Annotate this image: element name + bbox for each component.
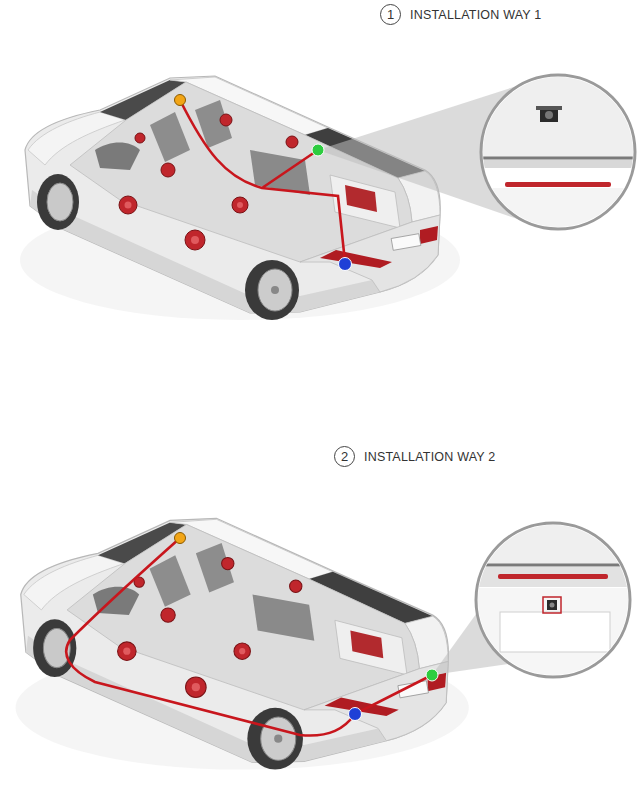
zoom-detail [480,75,640,229]
power-point [339,258,352,271]
camera-wire [180,100,345,262]
step-number-circle: 2 [334,446,355,467]
section-heading: INSTALLATION WAY 2 [364,450,495,464]
mirror-point [175,533,186,544]
mirror-point [175,95,186,106]
camera-point [312,144,324,156]
step-number-circle: 1 [380,4,401,25]
car-illustration [16,518,469,769]
camera-wire [262,150,318,188]
car-illustration [20,76,460,320]
section-heading: INSTALLATION WAY 1 [410,8,541,22]
step-number: 2 [341,450,348,463]
power-point [349,708,362,721]
camera-wire [66,538,432,736]
step-number: 1 [387,8,394,21]
zoom-detail [475,520,635,678]
camera-point [426,669,438,681]
